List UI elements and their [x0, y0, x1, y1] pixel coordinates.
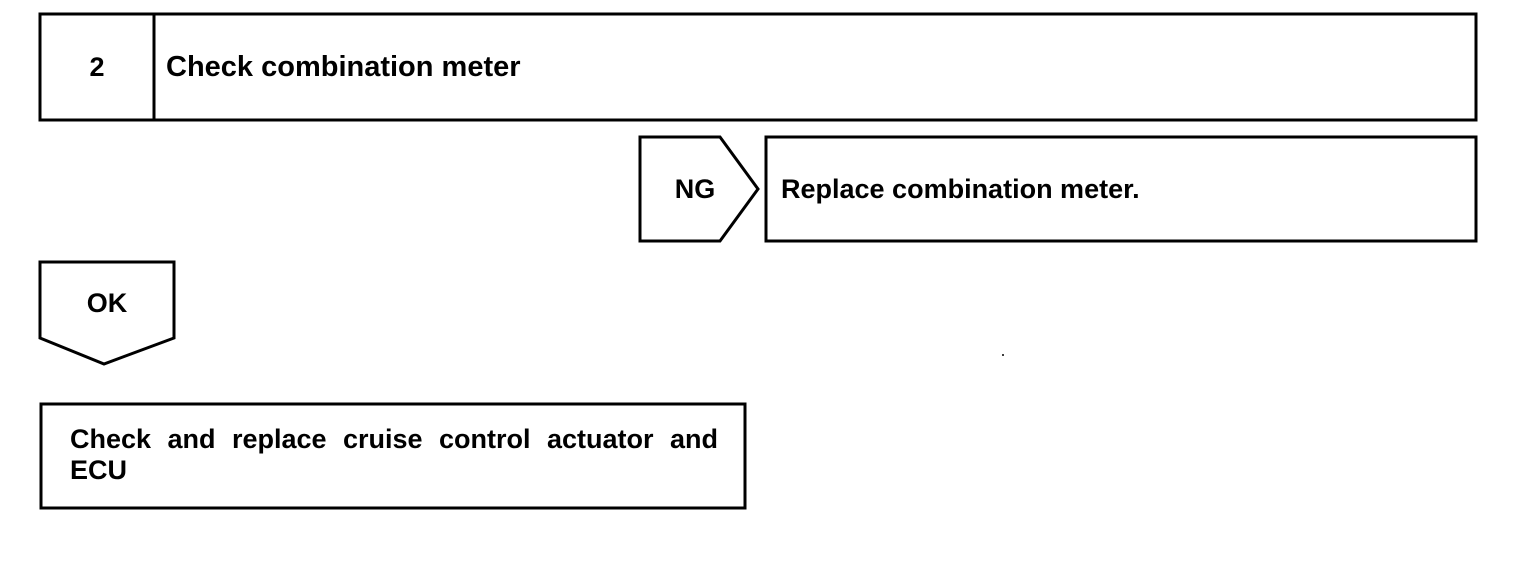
- ng-action-text: Replace combination meter.: [781, 173, 1140, 204]
- step-number: 2: [89, 51, 105, 82]
- ok-action-box: [39, 402, 747, 510]
- ok-arrow-shape: [38, 260, 176, 366]
- scan-speck: [1002, 354, 1004, 356]
- step-header-box: [38, 12, 1478, 122]
- ng-arrow-shape: [638, 135, 760, 243]
- step-title: Check combination meter: [166, 50, 521, 83]
- ok-branch-label: OK: [86, 287, 128, 318]
- ok-action-text: Check and replace cruise control actuato…: [70, 424, 718, 485]
- ng-branch-label: NG: [674, 173, 716, 204]
- ng-action-box: [764, 135, 1478, 243]
